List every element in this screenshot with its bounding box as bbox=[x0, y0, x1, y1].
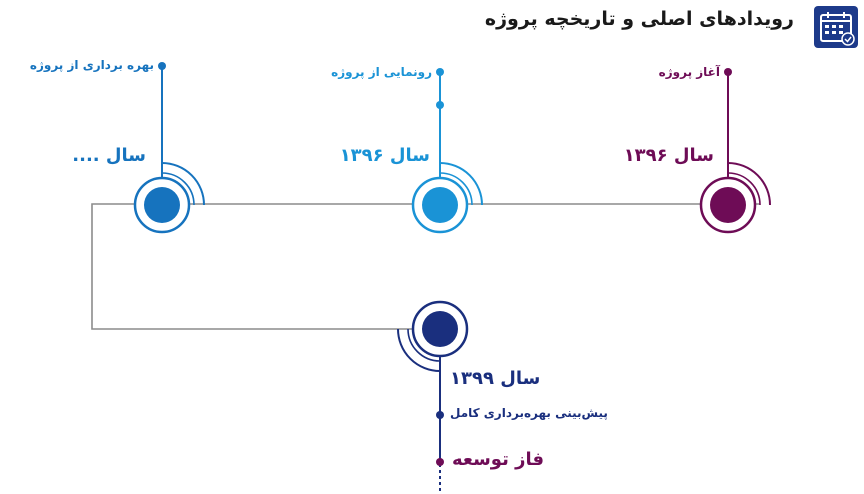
event-forecast-label: پیش‌بینی بهره‌برداری کامل bbox=[450, 406, 608, 420]
event-start-year: سال ۱۳۹۶ bbox=[623, 145, 714, 166]
event-operation-year: سال .... bbox=[72, 145, 146, 166]
event-operation-label: بهره برداری از پروژه bbox=[29, 58, 154, 72]
phase-label: فاز توسعه bbox=[452, 449, 544, 470]
node-forecast bbox=[397, 300, 469, 494]
event-forecast-year: سال ۱۳۹۹ bbox=[450, 368, 541, 389]
node-operation bbox=[133, 62, 205, 234]
event-start-label: آغاز پروژه bbox=[658, 65, 720, 79]
node-start bbox=[699, 68, 771, 234]
node-unveil bbox=[411, 68, 483, 234]
event-unveil-label: رونمایی از پروژه bbox=[331, 65, 432, 79]
event-unveil-year: سال ۱۳۹۶ bbox=[339, 145, 430, 166]
page-title: رویدادهای اصلی و تاریخچه پروژه bbox=[484, 8, 794, 30]
calendar-icon bbox=[814, 6, 858, 48]
